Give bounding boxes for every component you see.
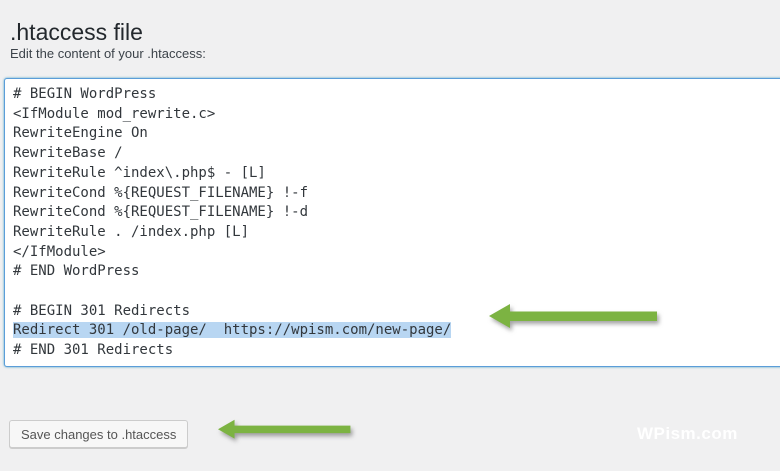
green-arrow-left-icon [218,419,351,439]
editor-label: Edit the content of your .htaccess: [10,46,206,61]
green-arrow-left-icon [489,304,657,328]
content-after-selection: # END 301 Redirects [13,342,174,359]
green-arrow-shape [489,304,657,328]
selected-redirect-line: Redirect 301 /old-page/ https://wpism.co… [13,322,452,339]
save-htaccess-button[interactable]: Save changes to .htaccess [9,420,189,448]
htaccess-editor[interactable]: # BEGIN WordPress <IfModule mod_rewrite.… [4,78,780,367]
page-title: .htaccess file [10,19,143,46]
green-arrow-shape [218,419,351,439]
wpism-watermark: WPism.com [637,424,738,443]
content-before-selection: # BEGIN WordPress <IfModule mod_rewrite.… [13,86,309,319]
htaccess-content: # BEGIN WordPress <IfModule mod_rewrite.… [5,79,780,366]
